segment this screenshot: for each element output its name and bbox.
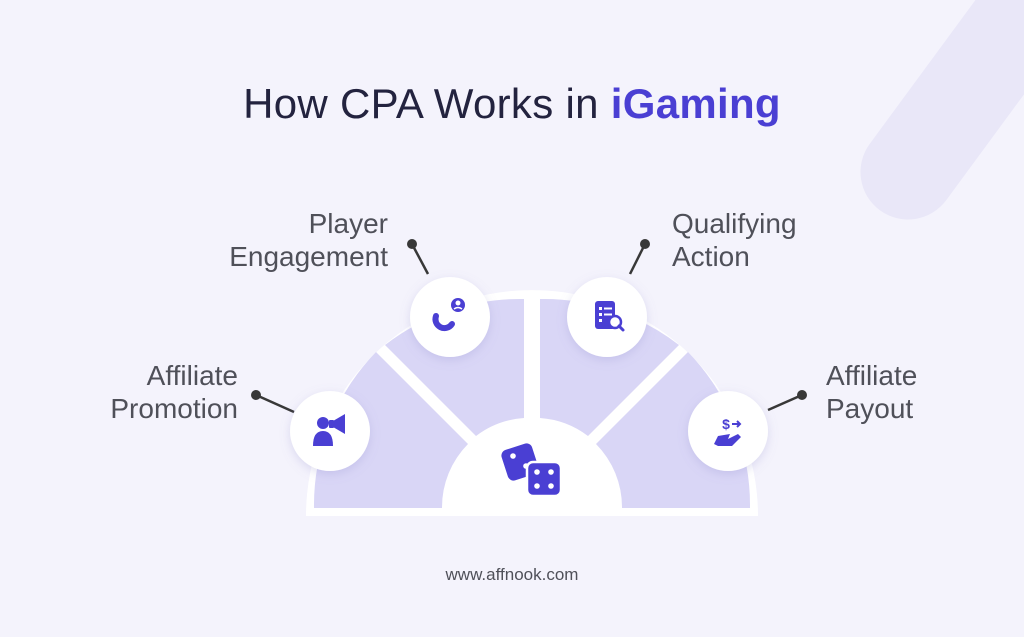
segment-affiliate-promotion: [313, 352, 468, 508]
step-label-line1: Affiliate: [826, 360, 918, 391]
step-label-line2: Payout: [826, 393, 914, 424]
connector-qualifying-action: [628, 239, 650, 275]
connector-player-engagement: [407, 239, 430, 275]
step-icon-player-engagement: [410, 277, 490, 357]
step-label-line1: Player: [308, 208, 388, 239]
website-url: www.affnook.com: [445, 565, 579, 584]
segment-affiliate-payout: [596, 352, 751, 508]
segments: [313, 298, 751, 508]
step-label-line2: Promotion: [110, 393, 238, 424]
checklist-search-icon: [595, 301, 625, 332]
connector-affiliate-payout: [767, 390, 807, 412]
step-label-line1: Qualifying: [672, 208, 797, 239]
step-icon-affiliate-payout: $: [688, 391, 768, 471]
connector-affiliate-promotion: [251, 390, 295, 414]
step-icon-qualifying-action: [567, 277, 647, 357]
step-label-line2: Action: [672, 241, 750, 272]
step-label-line1: Affiliate: [146, 360, 238, 391]
step-label-line2: Engagement: [229, 241, 388, 272]
hand-dollar-icon: $: [714, 416, 742, 446]
svg-text:$: $: [722, 416, 730, 432]
megaphone-person-icon: [313, 414, 345, 446]
connectors: [251, 239, 807, 414]
step-icon-affiliate-promotion: [290, 391, 370, 471]
step-label-qualifying-action: Qualifying Action: [672, 207, 797, 273]
step-label-affiliate-payout: Affiliate Payout: [826, 359, 917, 425]
page-title: How CPA Works in iGaming: [0, 80, 1024, 128]
title-text: How CPA Works in: [243, 80, 599, 127]
dice-icon: [501, 443, 563, 498]
title-highlight: iGaming: [610, 80, 781, 127]
magnet-user-icon: [432, 298, 465, 332]
step-label-player-engagement: Player Engagement: [229, 207, 388, 273]
step-label-affiliate-promotion: Affiliate Promotion: [110, 359, 238, 425]
